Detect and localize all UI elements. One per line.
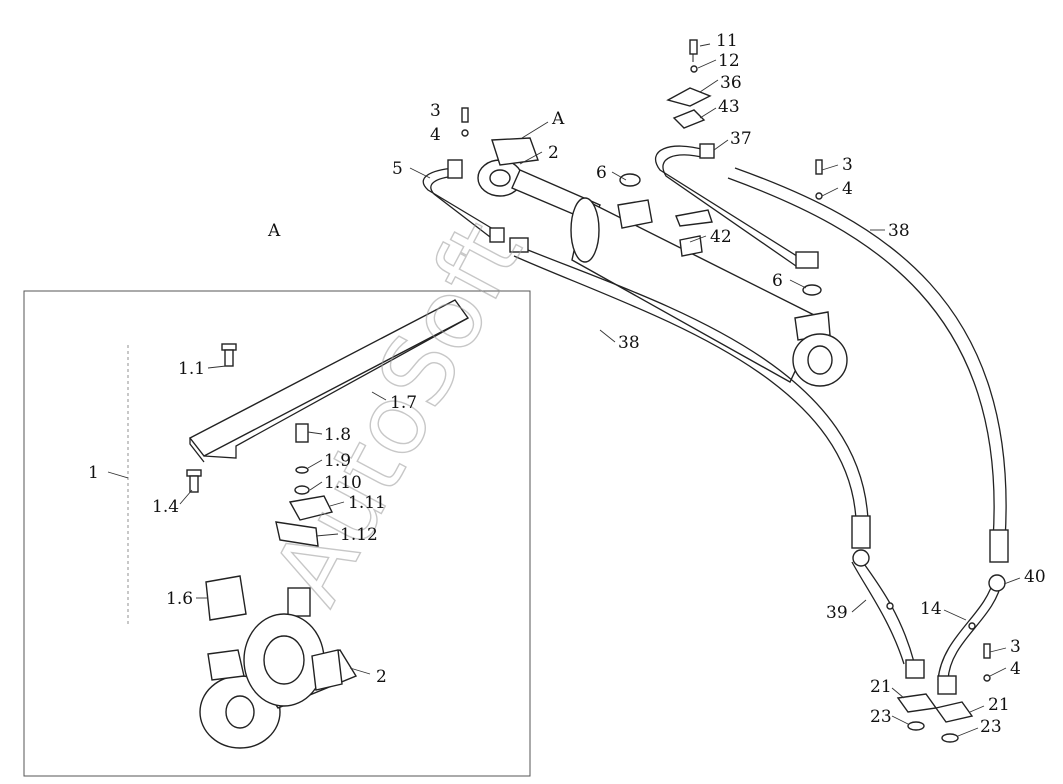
callout-label: 1.12 bbox=[340, 525, 378, 545]
callout-leader-lines bbox=[107, 43, 1021, 737]
callout-label: 43 bbox=[718, 97, 740, 117]
callout-labels: 11 12 36 43 37 3 4 A 2 5 6 3 4 38 42 6 3… bbox=[88, 31, 1046, 737]
callout-label: 1.9 bbox=[324, 451, 351, 471]
callout-label: 1.4 bbox=[152, 497, 179, 517]
callout-label: 42 bbox=[710, 227, 732, 247]
callout-label: 4 bbox=[842, 179, 853, 199]
callout-label: 23 bbox=[980, 717, 1002, 737]
callout-label: 12 bbox=[718, 51, 740, 71]
callout-label: 1.6 bbox=[166, 589, 193, 609]
callout-label: 3 bbox=[1010, 637, 1021, 657]
callout-label: 23 bbox=[870, 707, 892, 727]
callout-label: 38 bbox=[618, 333, 640, 353]
callout-label: 6 bbox=[772, 271, 783, 291]
callout-label: 39 bbox=[826, 603, 848, 623]
view-marker-a: A bbox=[267, 221, 281, 241]
callout-label: A bbox=[551, 109, 565, 129]
callout-label: 1.8 bbox=[324, 425, 351, 445]
callout-label: 1.7 bbox=[390, 393, 417, 413]
callout-label: 4 bbox=[1010, 659, 1021, 679]
callout-label: 37 bbox=[730, 129, 752, 149]
callout-label: 36 bbox=[720, 73, 742, 93]
callout-label: 3 bbox=[430, 101, 441, 121]
bolt-and-clamp-hardware bbox=[461, 39, 823, 296]
callout-label: 21 bbox=[870, 677, 892, 697]
callout-label: 1 bbox=[88, 463, 99, 483]
callout-label: 3 bbox=[842, 155, 853, 175]
callout-label: 40 bbox=[1024, 567, 1046, 587]
callout-label: 38 bbox=[888, 221, 910, 241]
hydraulic-hoses bbox=[422, 143, 1009, 743]
callout-label: 1.11 bbox=[348, 493, 386, 513]
detail-view-frame bbox=[23, 290, 531, 777]
hydraulic-cylinder bbox=[477, 137, 848, 387]
callout-label: 1.1 bbox=[178, 359, 205, 379]
detail-view-a-parts bbox=[186, 299, 470, 749]
callout-label: 1.10 bbox=[324, 473, 362, 493]
callout-label: 2 bbox=[376, 667, 387, 687]
callout-label: 14 bbox=[920, 599, 942, 619]
callout-label: 2 bbox=[548, 143, 559, 163]
callout-label: 5 bbox=[392, 159, 403, 179]
callout-label: 6 bbox=[596, 163, 607, 183]
callout-label: 21 bbox=[988, 695, 1010, 715]
callout-label: 11 bbox=[716, 31, 738, 51]
callout-label: 4 bbox=[430, 125, 441, 145]
